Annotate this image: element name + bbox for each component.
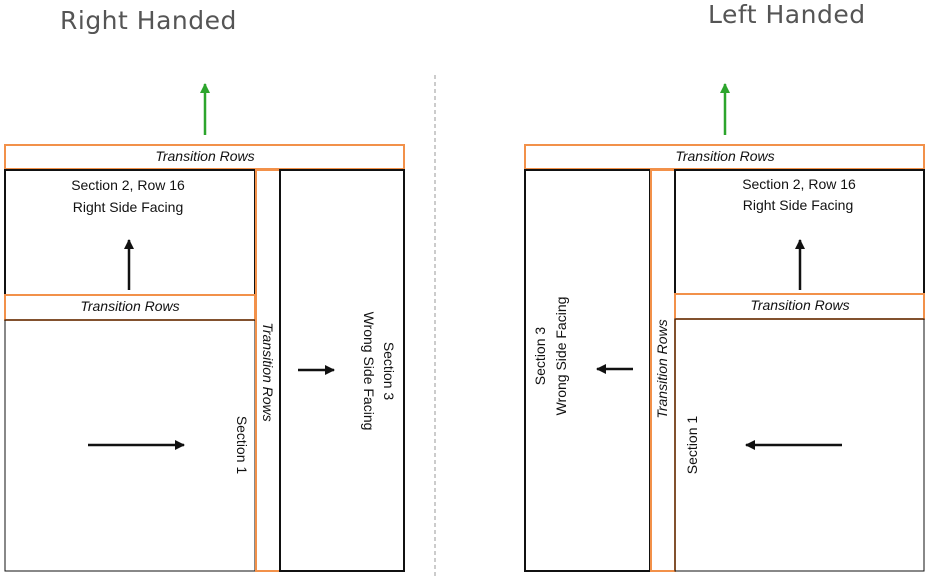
right-section1-label: Section 1 <box>234 416 250 475</box>
right-handed-diagram: Transition Rows Section 2, Row 16 Right … <box>4 83 405 572</box>
right-top-transition-label: Transition Rows <box>155 148 254 164</box>
right-vertical-transition-label: Transition Rows <box>260 322 276 421</box>
left-section2-subtitle: Right Side Facing <box>743 197 854 213</box>
left-section3-title: Section 3 <box>532 327 548 386</box>
left-middle-transition-label: Transition Rows <box>750 297 849 313</box>
left-vertical-transition-label: Transition Rows <box>654 319 670 418</box>
right-section3-box <box>279 169 405 572</box>
right-section2-title: Section 2, Row 16 <box>71 177 185 193</box>
right-middle-transition-label: Transition Rows <box>80 298 179 314</box>
left-section2-title: Section 2, Row 16 <box>742 176 856 192</box>
left-section3-subtitle: Wrong Side Facing <box>553 297 569 416</box>
right-section3-subtitle: Wrong Side Facing <box>361 312 377 431</box>
right-section2-subtitle: Right Side Facing <box>73 199 184 215</box>
left-handed-diagram: Transition Rows Section 3 Wrong Side Fac… <box>524 83 925 572</box>
right-section3-title: Section 3 <box>381 342 397 401</box>
left-section1-box <box>674 318 925 572</box>
heading-right-handed: Right Handed <box>60 6 237 35</box>
left-top-transition-label: Transition Rows <box>675 148 774 164</box>
left-section1-label: Section 1 <box>684 416 700 475</box>
heading-left-handed: Left Handed <box>708 0 866 29</box>
